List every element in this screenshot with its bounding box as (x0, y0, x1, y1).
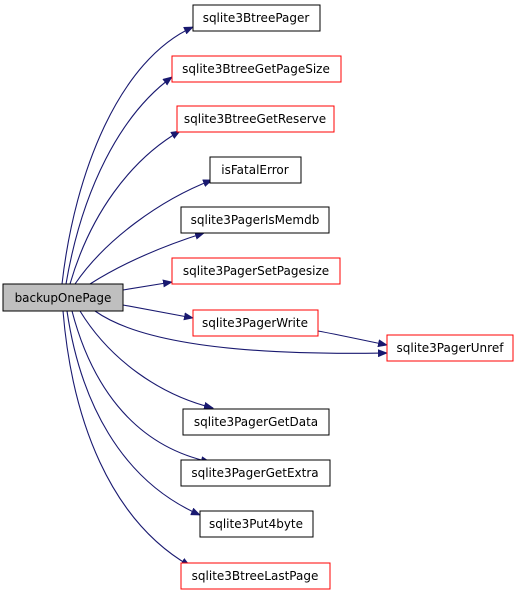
node-sqlite3Put4byte[interactable]: sqlite3Put4byte (199, 510, 314, 538)
edge-sqlite3PagerWrite-to-sqlite3PagerUnref (317, 330, 388, 348)
node-label: sqlite3BtreeLastPage (192, 569, 319, 583)
node-isFatalError[interactable]: isFatalError (209, 156, 302, 184)
node-label: sqlite3PagerGetData (194, 415, 318, 429)
edge-backupOnePage-to-sqlite3BtreePager (61, 26, 194, 285)
node-label: isFatalError (221, 163, 288, 177)
edge-backupOnePage-to-sqlite3PagerIsMemdb (89, 231, 205, 285)
node-label: backupOnePage (15, 291, 112, 305)
edge-backupOnePage-to-sqlite3PagerGetExtra (71, 310, 211, 465)
node-sqlite3BtreeGetPageSize[interactable]: sqlite3BtreeGetPageSize (171, 55, 342, 83)
edge-backupOnePage-to-sqlite3PagerUnref (94, 310, 388, 358)
edge-backupOnePage-to-sqlite3Put4byte (66, 310, 201, 516)
node-label: sqlite3BtreeGetPageSize (182, 62, 330, 76)
node-sqlite3PagerWrite[interactable]: sqlite3PagerWrite (192, 309, 319, 337)
node-sqlite3PagerSetPagesize[interactable]: sqlite3PagerSetPagesize (171, 257, 341, 285)
node-sqlite3PagerIsMemdb[interactable]: sqlite3PagerIsMemdb (180, 206, 330, 234)
edge-backupOnePage-to-sqlite3PagerGetData (79, 310, 214, 410)
node-sqlite3PagerUnref[interactable]: sqlite3PagerUnref (386, 334, 514, 362)
edge-backupOnePage-to-sqlite3BtreeGetPageSize (65, 76, 173, 285)
edge-backupOnePage-to-sqlite3BtreeLastPage (62, 310, 191, 567)
node-label: sqlite3BtreePager (203, 11, 310, 25)
node-sqlite3PagerGetData[interactable]: sqlite3PagerGetData (182, 408, 330, 436)
node-sqlite3BtreePager[interactable]: sqlite3BtreePager (192, 4, 321, 32)
node-sqlite3PagerGetExtra[interactable]: sqlite3PagerGetExtra (180, 459, 331, 487)
edge-backupOnePage-to-sqlite3PagerSetPagesize (122, 279, 173, 291)
node-label: sqlite3PagerUnref (397, 341, 505, 355)
node-backupOnePage[interactable]: backupOnePage (2, 283, 124, 312)
node-sqlite3BtreeLastPage[interactable]: sqlite3BtreeLastPage (180, 562, 331, 590)
node-label: sqlite3PagerWrite (202, 316, 308, 330)
node-label: sqlite3PagerGetExtra (191, 466, 318, 480)
edge-backupOnePage-to-isFatalError (74, 179, 213, 285)
node-sqlite3BtreeGetReserve[interactable]: sqlite3BtreeGetReserve (176, 105, 335, 133)
node-label: sqlite3PagerSetPagesize (183, 264, 329, 278)
node-label: sqlite3PagerIsMemdb (191, 213, 320, 227)
edge-backupOnePage-to-sqlite3PagerWrite (122, 304, 194, 321)
edges-layer (61, 26, 388, 567)
edge-backupOnePage-to-sqlite3BtreeGetReserve (69, 130, 181, 285)
node-label: sqlite3BtreeGetReserve (184, 112, 326, 126)
node-label: sqlite3Put4byte (209, 517, 303, 531)
